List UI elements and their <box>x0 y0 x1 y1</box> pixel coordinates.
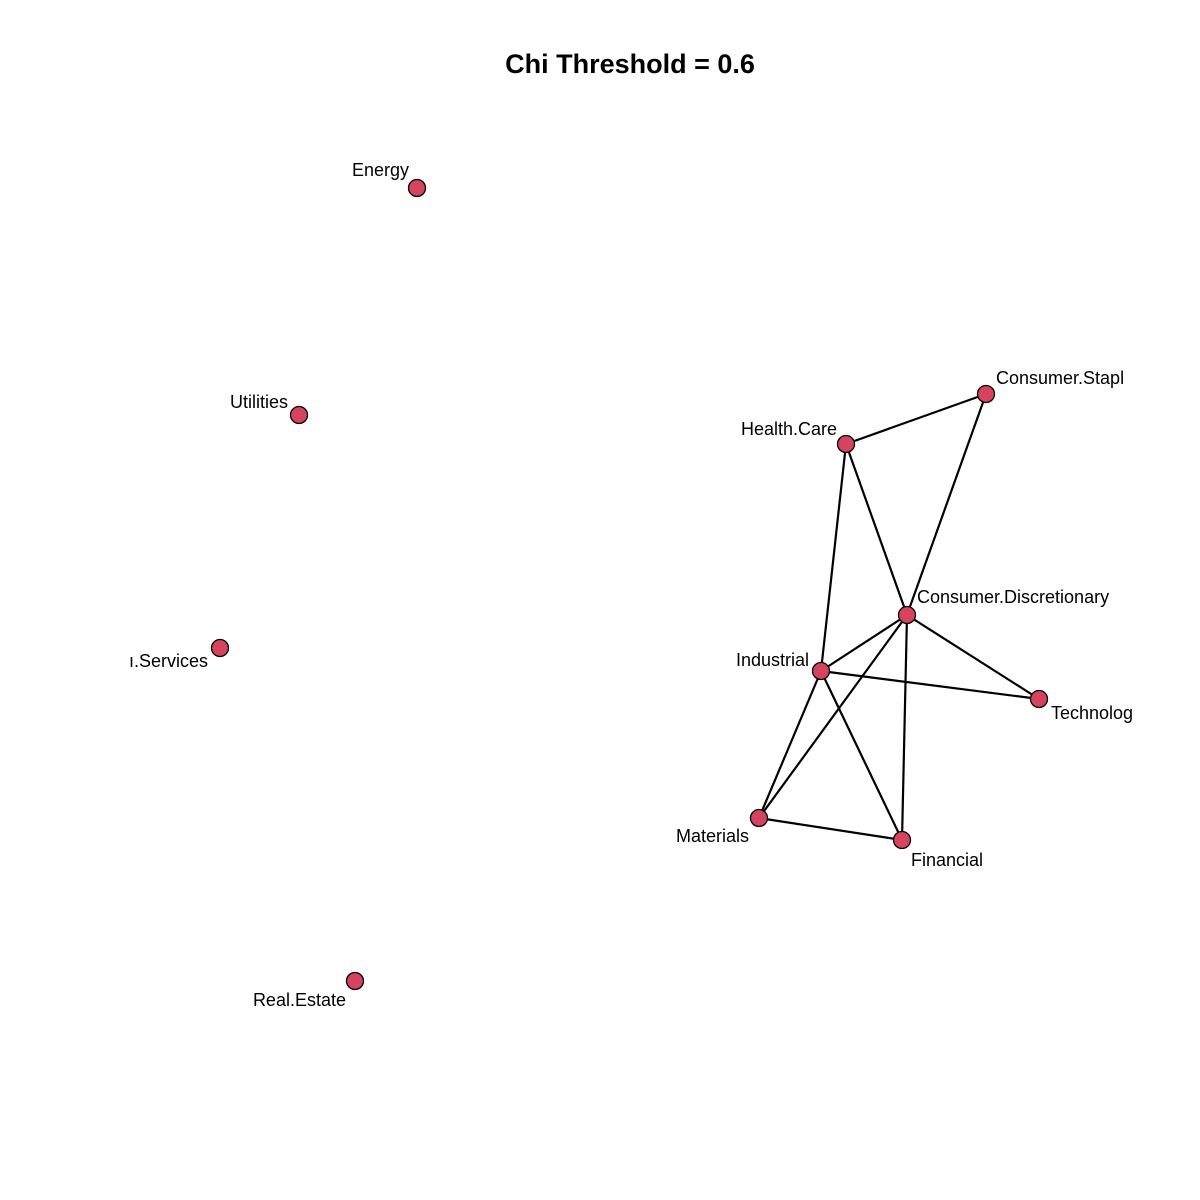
node-label-materials: Materials <box>676 826 749 846</box>
edge-consumer-discretionary-financial <box>900 614 909 841</box>
node-label-communication-services: ı.Services <box>129 651 208 671</box>
edge-consumer-discretionary-materials <box>758 614 908 819</box>
edge-industrial-materials <box>757 670 823 819</box>
edge-layer <box>757 392 1040 842</box>
node-label-consumer-staples: Consumer.Stapl <box>996 368 1124 388</box>
edge-health-care-consumer-discretionary <box>844 443 909 616</box>
node-label-real-estate: Real.Estate <box>253 990 346 1010</box>
chart-title: Chi Threshold = 0.6 <box>505 49 755 79</box>
node-communication-services <box>210 638 230 658</box>
node-label-technology: Technolog <box>1051 703 1133 723</box>
edge-health-care-consumer-staples <box>845 392 987 446</box>
node-financial <box>892 830 912 850</box>
node-utilities <box>289 405 309 425</box>
edge-industrial-financial <box>820 670 903 841</box>
node-layer <box>210 178 1049 991</box>
node-label-energy: Energy <box>352 160 409 180</box>
node-label-utilities: Utilities <box>230 392 288 412</box>
edge-materials-financial <box>758 816 903 842</box>
node-consumer-discretionary <box>897 605 917 625</box>
node-materials <box>749 808 769 828</box>
node-industrial <box>811 661 831 681</box>
node-label-consumer-discretionary: Consumer.Discretionary <box>917 587 1109 607</box>
node-consumer-staples <box>976 384 996 404</box>
node-health-care <box>836 434 856 454</box>
edge-consumer-discretionary-technology <box>906 614 1040 700</box>
edge-health-care-industrial <box>819 443 848 672</box>
node-energy <box>407 178 427 198</box>
edge-consumer-discretionary-industrial <box>820 614 908 672</box>
edge-consumer-staples-consumer-discretionary <box>905 393 988 616</box>
node-label-industrial: Industrial <box>736 650 809 670</box>
node-real-estate <box>345 971 365 991</box>
node-label-financial: Financial <box>911 850 983 870</box>
node-technology <box>1029 689 1049 709</box>
edge-industrial-technology <box>820 669 1040 701</box>
node-label-health-care: Health.Care <box>741 419 837 439</box>
